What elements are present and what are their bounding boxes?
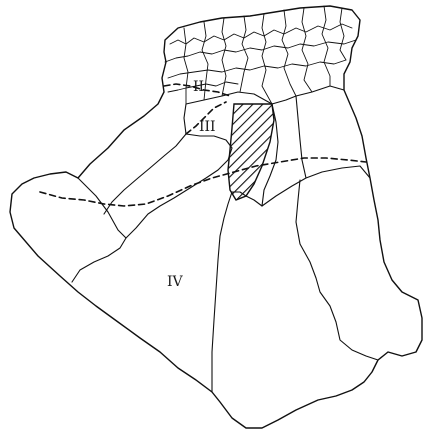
zone-boundary-north <box>163 83 231 97</box>
north-border <box>339 7 347 61</box>
province-border <box>103 133 187 215</box>
zone-label-III: III <box>199 119 216 135</box>
country-outline <box>9 5 423 429</box>
province-border <box>261 103 279 207</box>
province-border <box>211 191 233 393</box>
zone-label-IV: IV <box>167 274 184 290</box>
north-border <box>201 21 209 101</box>
north-border <box>164 39 357 63</box>
province-border <box>261 165 371 207</box>
hatched-region <box>227 103 275 201</box>
north-border <box>221 17 227 97</box>
zone-label-II: II <box>193 79 204 95</box>
north-border <box>169 23 353 45</box>
north-border <box>321 5 331 87</box>
north-border <box>261 13 273 105</box>
zone-boundary-mid <box>185 101 227 135</box>
north-border <box>301 7 313 93</box>
province-border <box>183 103 233 149</box>
province-border <box>125 147 233 239</box>
north-border <box>183 27 189 105</box>
north-border <box>281 9 297 97</box>
north-border <box>167 81 239 93</box>
province-border <box>295 95 307 179</box>
north-border <box>239 15 249 93</box>
province-border <box>295 179 379 361</box>
zone-boundary-south <box>39 157 367 207</box>
north-border <box>167 59 347 79</box>
